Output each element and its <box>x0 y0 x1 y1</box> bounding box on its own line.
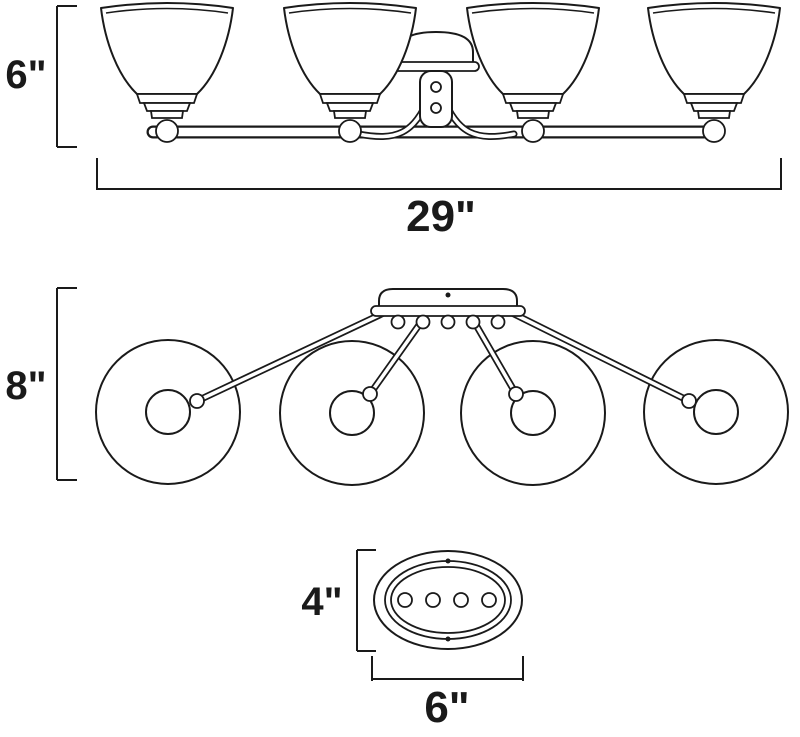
canopy-inner-ring <box>390 566 506 634</box>
canopy-width-label: 6" <box>424 683 469 732</box>
arm-ball-3 <box>508 386 524 402</box>
canopy-dot-bottom <box>445 636 451 642</box>
canopy-height-dimension <box>356 549 376 652</box>
canopy-base <box>392 61 480 72</box>
front-width-label: 29" <box>406 192 476 241</box>
neck-hole-2 <box>329 390 375 436</box>
top-depth-label: 8" <box>5 364 46 408</box>
shade-4 <box>647 2 781 143</box>
plan-canopy-dot <box>445 292 451 298</box>
neck-hole-4 <box>693 389 739 435</box>
neck-hole-3 <box>510 390 556 436</box>
arm-ball-2 <box>362 386 378 402</box>
neck-hole-1 <box>145 389 191 435</box>
front-height-label: 6" <box>5 53 46 97</box>
canopy-height-label: 4" <box>301 580 342 624</box>
front-view <box>100 2 781 143</box>
arm-ball-1 <box>189 393 205 409</box>
screw-top <box>430 81 442 93</box>
canopy-dot-top <box>445 558 451 564</box>
top-view <box>95 288 789 486</box>
arm-ball-4 <box>681 393 697 409</box>
canopy-balls <box>390 314 506 330</box>
front-width-dimension <box>96 158 782 190</box>
plan-canopy <box>378 288 518 309</box>
canopy-view <box>373 550 523 650</box>
canopy-holes <box>397 592 497 608</box>
shade-3 <box>466 2 600 143</box>
center-stem <box>419 70 453 128</box>
front-height-dimension <box>56 5 77 148</box>
screw-bottom <box>430 102 442 114</box>
top-depth-dimension <box>56 287 77 481</box>
plan-canopy-base <box>370 305 526 317</box>
shade-2 <box>283 2 417 143</box>
canopy-width-dimension <box>371 656 524 681</box>
shade-1 <box>100 2 234 143</box>
plan-arms-inner <box>195 309 691 403</box>
